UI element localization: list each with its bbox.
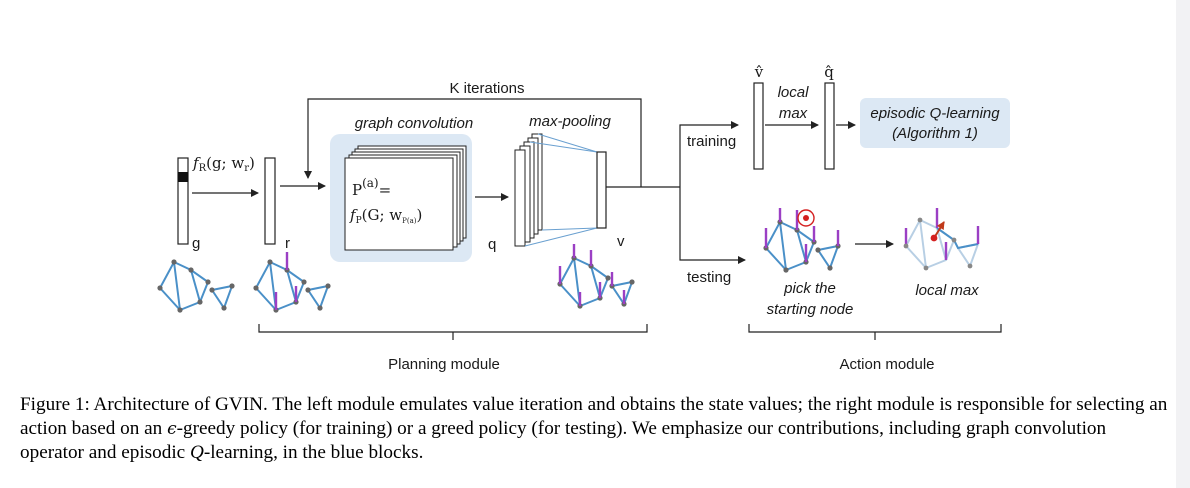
reward-bar-r xyxy=(264,157,276,245)
episodic-q-learning-label: episodic Q-learning xyxy=(870,105,1000,122)
local-max-top-2: max xyxy=(779,105,808,122)
reward-function-label: fR(g; wr) xyxy=(192,154,255,174)
planning-module-label: Planning module xyxy=(388,356,500,373)
graph-icon-local-max xyxy=(903,208,980,271)
conv-operator-P: P(a)= xyxy=(352,176,391,199)
conv-operator-f: fP(G; wP(a)) xyxy=(349,206,422,226)
v-hat-label: v̂ xyxy=(754,63,764,81)
label-q: q xyxy=(488,236,496,253)
q-hat-bar xyxy=(824,82,835,170)
value-bar-v xyxy=(596,151,607,229)
input-bar-g xyxy=(177,157,189,245)
v-hat-bar xyxy=(753,82,764,170)
pooling-lines xyxy=(524,133,598,247)
label-g: g xyxy=(192,235,200,252)
algorithm-1-label: (Algorithm 1) xyxy=(892,125,978,142)
training-branch-line xyxy=(679,121,739,187)
label-v: v xyxy=(617,233,625,250)
graph-convolution-label: graph convolution xyxy=(355,115,473,132)
figure-caption: Figure 1: Architecture of GVIN. The left… xyxy=(20,394,1168,463)
max-pooling-label: max-pooling xyxy=(529,113,611,130)
local-max-label: local max xyxy=(915,282,979,299)
graph-icon-v xyxy=(556,244,636,310)
label-r: r xyxy=(285,235,290,252)
training-label: training xyxy=(687,133,736,150)
page-edge-shadow xyxy=(1176,0,1190,488)
testing-branch-line xyxy=(679,187,746,264)
episodic-q-learning-block xyxy=(860,98,1010,148)
graph-icon-pick-start xyxy=(762,208,842,274)
local-max-top-1: local xyxy=(778,84,810,101)
input-bar-g-marker xyxy=(178,172,188,182)
graph-icon-r xyxy=(252,252,332,314)
convolution-kernel-stack xyxy=(344,145,467,251)
testing-label: testing xyxy=(687,269,731,286)
q-hat-label: q̂ xyxy=(824,63,834,81)
planning-module-brace xyxy=(258,324,648,340)
starting-node-highlight xyxy=(797,209,815,227)
pick-start-label-1: pick the xyxy=(783,280,836,297)
action-module-brace xyxy=(748,324,1002,340)
pick-start-label-2: starting node xyxy=(767,301,854,318)
k-iterations-label: K iterations xyxy=(449,80,524,97)
action-module-label: Action module xyxy=(839,356,934,373)
q-bar-stack xyxy=(514,133,543,247)
k-iterations-loop-line xyxy=(304,98,642,187)
graph-icon-g xyxy=(156,258,236,314)
